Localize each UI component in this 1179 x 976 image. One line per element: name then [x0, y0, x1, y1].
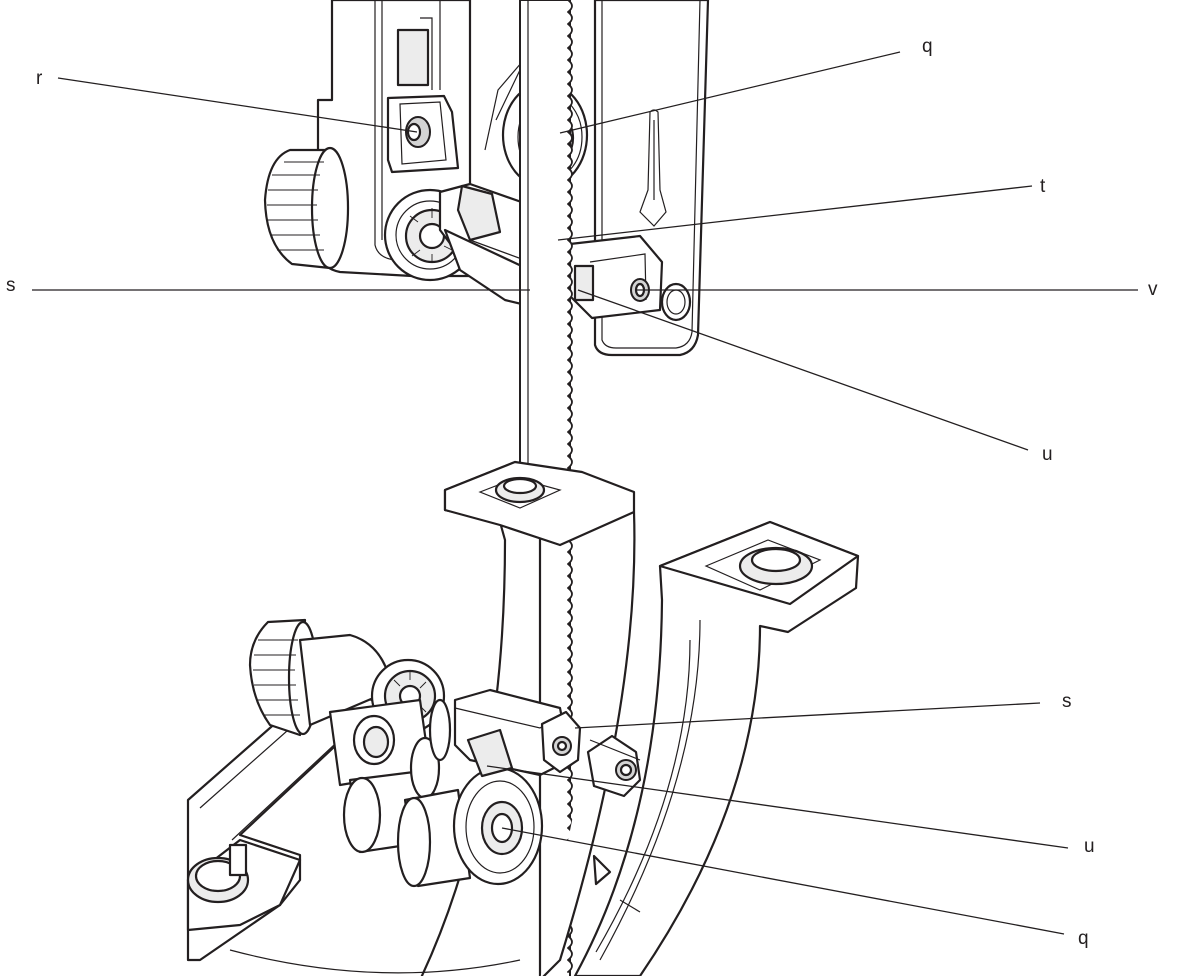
set-screw-bracket	[386, 94, 460, 174]
guide-slot	[396, 28, 430, 87]
leader-s-lower	[574, 702, 1041, 729]
callout-labels: q r t s v u s u q	[6, 36, 1158, 949]
callout-u-lower: u	[1084, 836, 1095, 857]
callout-q-lower: q	[1078, 928, 1089, 949]
upper-guide-block	[568, 234, 692, 322]
callout-u-upper: u	[1042, 444, 1053, 465]
leader-q-lower	[501, 827, 1065, 935]
leader-q-upper	[559, 51, 901, 134]
callout-r: r	[36, 68, 43, 89]
leader-r	[57, 77, 418, 133]
callout-q-upper: q	[922, 36, 933, 57]
leader-u-lower	[486, 765, 1069, 849]
leader-t	[557, 185, 1033, 241]
guide-block-slot	[573, 264, 595, 302]
callout-s-lower: s	[1062, 691, 1072, 712]
callout-leaders	[32, 51, 1138, 935]
lower-guide-assembly	[186, 618, 642, 974]
table-trunnion-right	[573, 520, 860, 976]
upper-guide-assembly	[263, 0, 589, 314]
lower-knurled-knob	[248, 618, 394, 737]
upper-knurled-knob	[263, 146, 350, 270]
callout-s-upper: s	[6, 275, 16, 296]
lower-guide-block-u	[466, 728, 514, 778]
lower-guide-bar	[453, 688, 642, 798]
right-frame-upper	[568, 0, 710, 357]
hex-nut-s-lower	[586, 734, 642, 798]
leader-u-upper	[577, 289, 1029, 451]
callout-v: v	[1148, 279, 1158, 300]
callout-t: t	[1040, 176, 1046, 197]
